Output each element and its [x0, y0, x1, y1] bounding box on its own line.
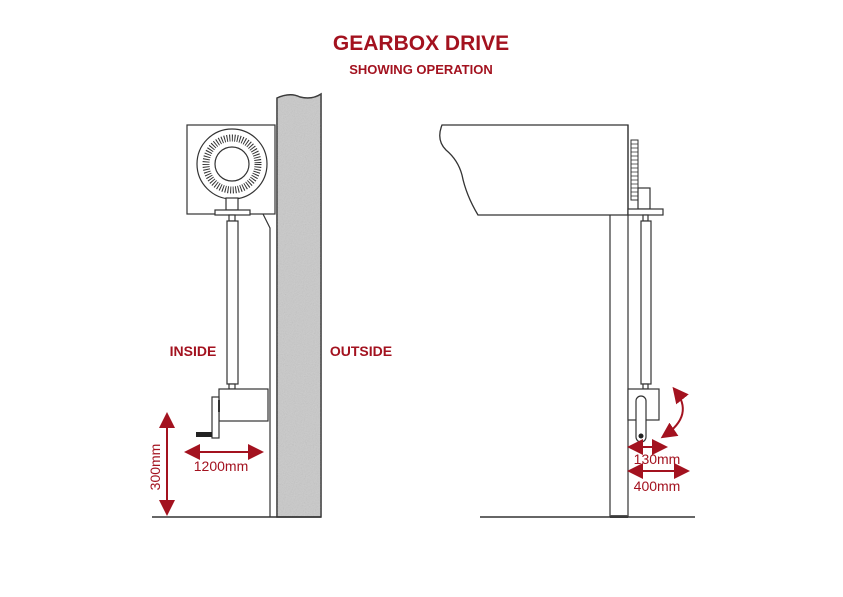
- gear-rack: [630, 139, 639, 201]
- crank-handle: [196, 432, 212, 437]
- inside-label: INSIDE: [170, 343, 217, 359]
- handle-dimension-label: 130mm: [634, 451, 681, 467]
- inside-view: INSIDE OUTSIDE 300mm 1200mm: [147, 92, 392, 518]
- height-dimension-label: 300mm: [147, 444, 163, 491]
- clearance-dimension-label: 400mm: [634, 478, 681, 494]
- mounting-plate: [214, 209, 251, 216]
- gearbox: [218, 388, 269, 422]
- window-frame: [262, 213, 271, 517]
- reach-dimension-label: 1200mm: [194, 458, 248, 474]
- drive-rod: [226, 220, 239, 385]
- crank-plate: [211, 396, 220, 439]
- window-head: [439, 124, 629, 216]
- diagram-subtitle: SHOWING OPERATION: [349, 62, 492, 77]
- side-view: 130mm 400mm: [439, 124, 695, 518]
- side-drive-rod: [640, 220, 652, 385]
- outside-label: OUTSIDE: [330, 343, 392, 359]
- rotation-arrow-icon: [660, 386, 689, 439]
- diagram-title: GEARBOX DRIVE: [333, 32, 509, 55]
- gear-wheel-icon: [196, 128, 268, 200]
